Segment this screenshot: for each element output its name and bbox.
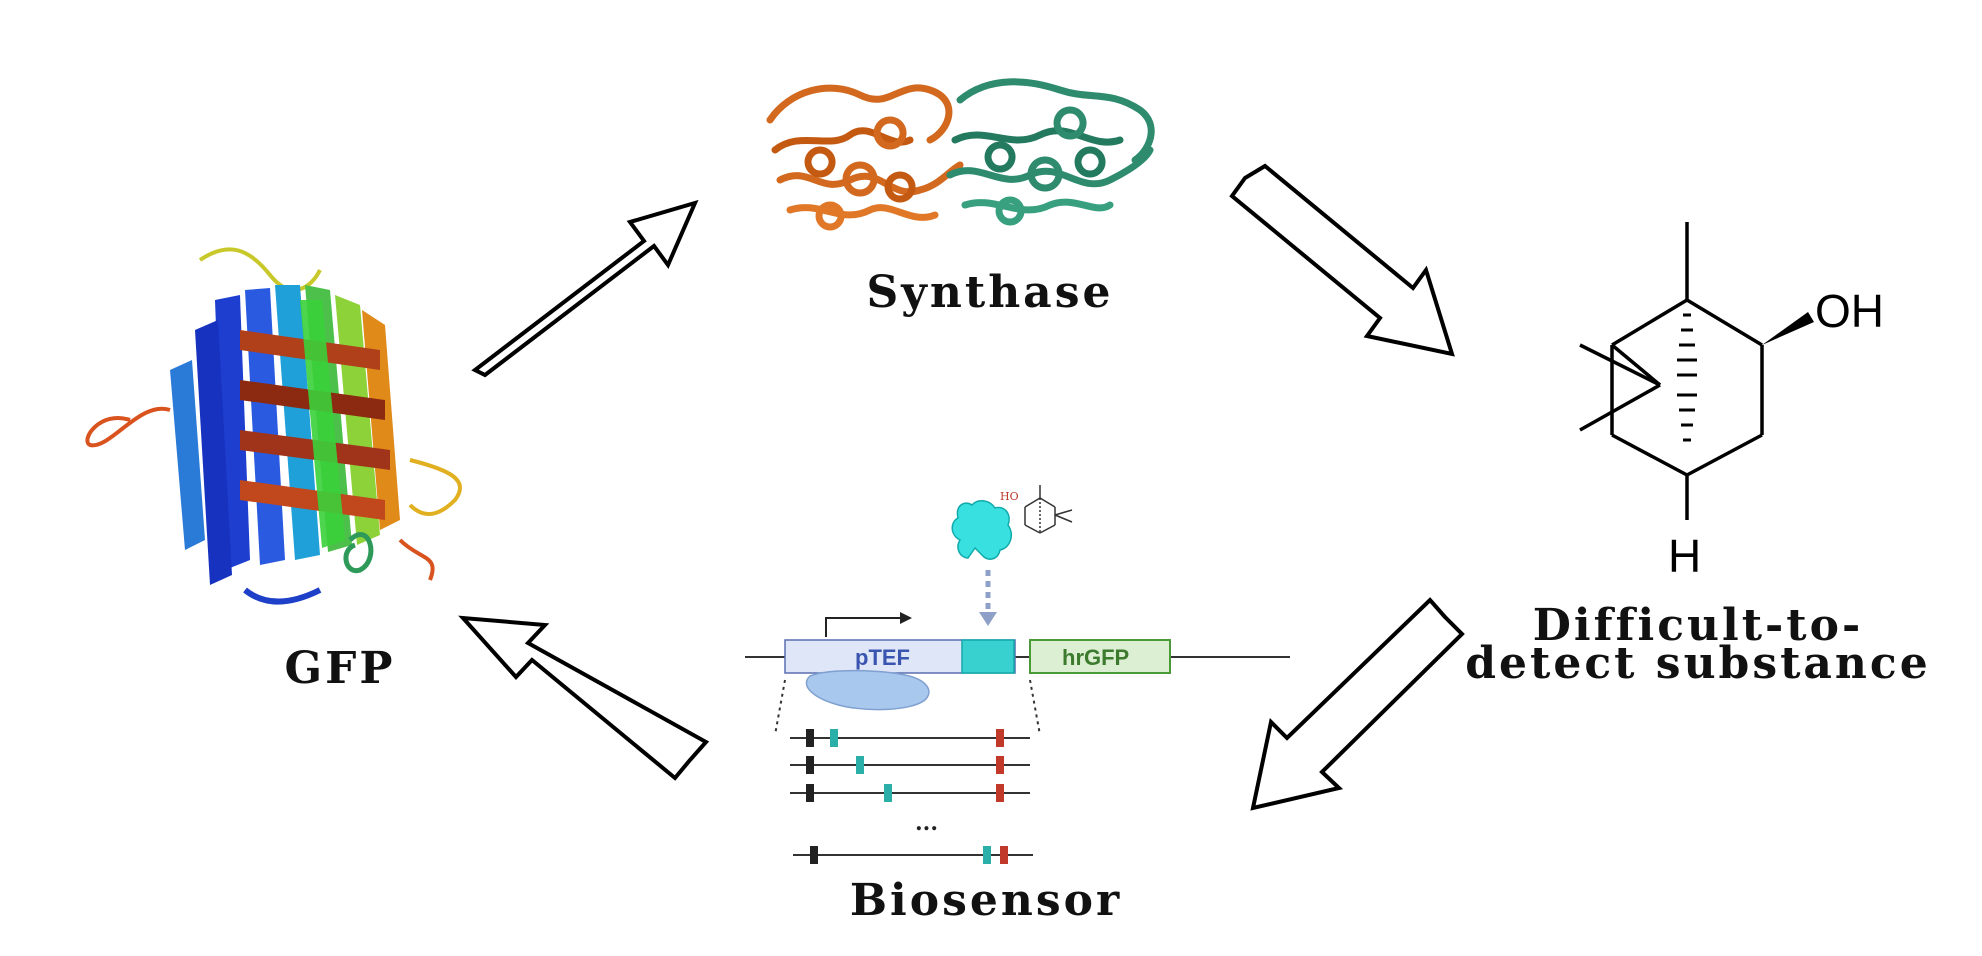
hashed-bond <box>1677 313 1697 442</box>
substance-label-line2: detect substance <box>1465 638 1930 689</box>
variant-library: ... <box>790 729 1033 864</box>
synthase-chain-b <box>946 78 1155 226</box>
reporter-box <box>1029 639 1171 674</box>
transcription-start-arrow <box>825 612 912 637</box>
variant-ellipsis: ... <box>915 810 938 836</box>
hydroxyl-label: OH <box>1815 285 1884 337</box>
reporter-label: hrGFP <box>1062 645 1129 670</box>
synthase-label: Synthase <box>867 267 1114 318</box>
variant-row <box>790 729 1030 747</box>
biosensor-construct: HO pTEF <box>745 485 1290 864</box>
binding-site-box <box>961 639 1015 674</box>
ligand-ho-label: HO <box>1000 490 1019 503</box>
variant-row <box>793 846 1033 864</box>
arrow-gfp-to-synthase <box>471 199 699 378</box>
arrow-substance-to-biosensor <box>1250 597 1465 811</box>
synthase-chain-a <box>766 84 964 231</box>
gfp-structure-image <box>80 235 490 655</box>
gfp-label: GFP <box>285 643 396 694</box>
binding-dashed-arrow <box>979 570 997 626</box>
substance-label-line1: Difficult-to- <box>1533 600 1863 651</box>
ligand-complex: HO <box>951 485 1073 560</box>
repressor-protein <box>805 669 930 711</box>
wedge-bond <box>1762 312 1814 345</box>
promoter-label: pTEF <box>855 645 910 670</box>
synthase-structure-image <box>766 78 1155 231</box>
arrow-biosensor-to-gfp <box>458 615 710 781</box>
variant-row <box>790 784 1030 802</box>
molecule-structure <box>1579 222 1814 520</box>
hydrogen-label: H <box>1668 530 1701 582</box>
variant-row <box>790 756 1030 774</box>
biosensor-label: Biosensor <box>850 875 1122 926</box>
arrow-synthase-to-substance <box>1229 163 1455 357</box>
